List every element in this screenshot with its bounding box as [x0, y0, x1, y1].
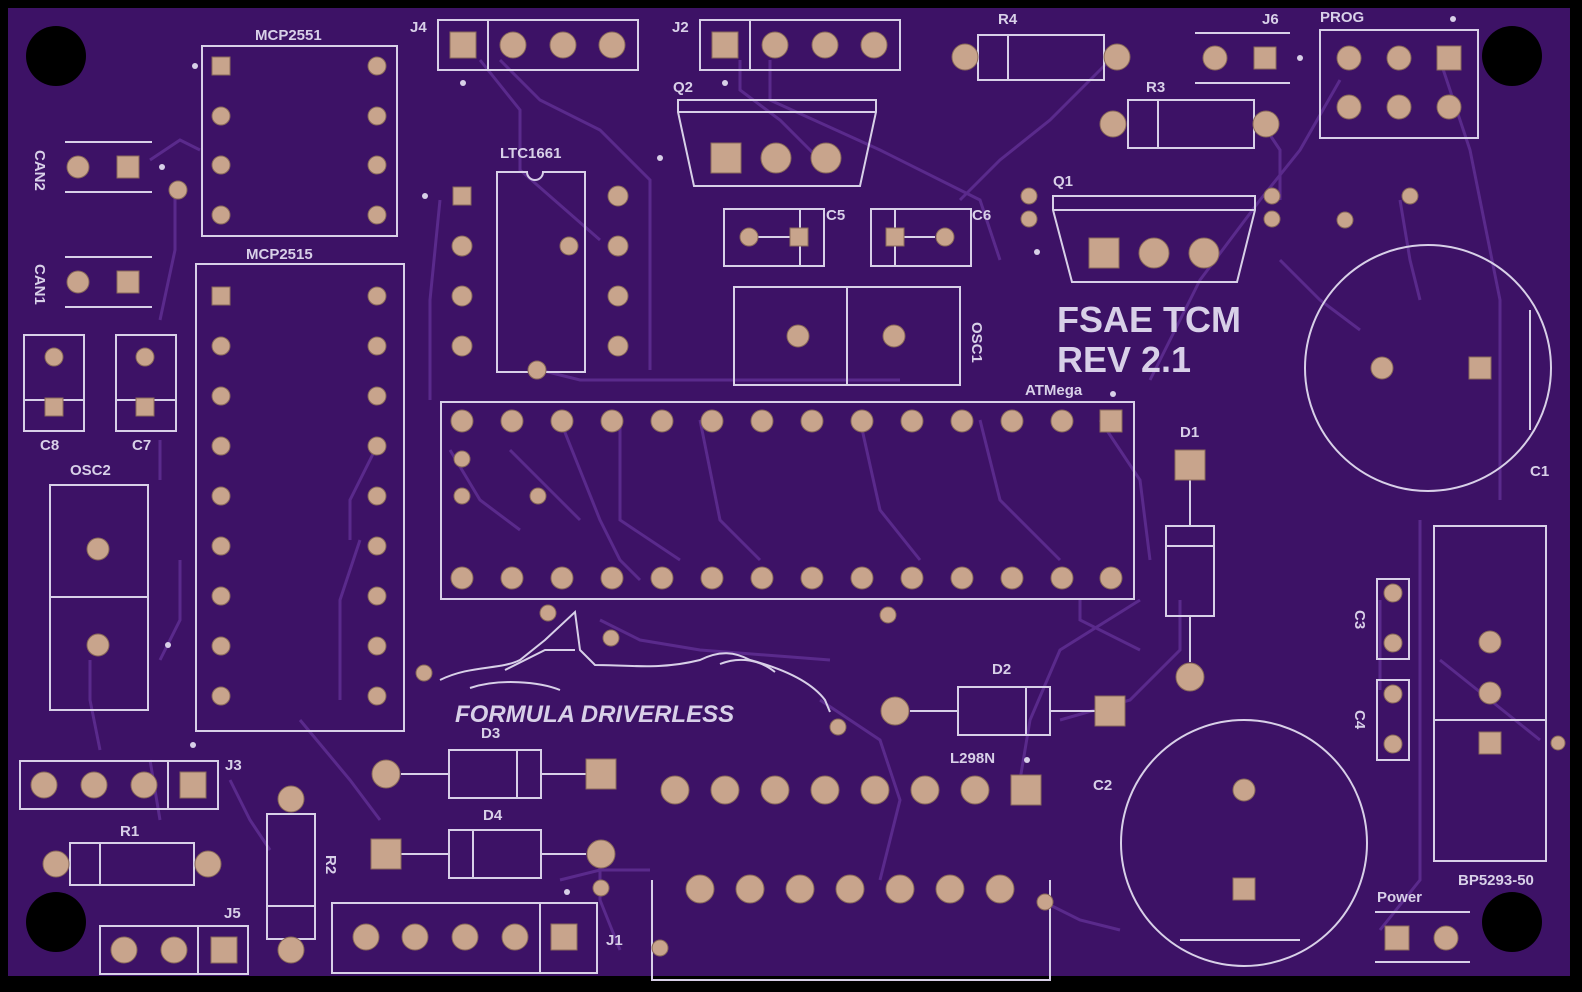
mcp2515-label: MCP2515 [246, 246, 313, 263]
r4-label: R4 [998, 11, 1018, 28]
j6-label: J6 [1262, 11, 1279, 28]
capacitor-c4: C4 [1351, 679, 1410, 761]
c6-label: C6 [972, 207, 991, 224]
osc2-label: OSC2 [70, 462, 111, 479]
r2-label: R2 [322, 855, 339, 874]
d2-label: D2 [992, 661, 1011, 678]
osc1-label: OSC1 [968, 322, 985, 363]
capacitor-c5: C5 [723, 207, 845, 267]
atmega-label: ATMega [1025, 382, 1083, 399]
d3-label: D3 [481, 725, 500, 742]
r1-label: R1 [120, 823, 139, 840]
header-prog: PROG [1319, 9, 1479, 139]
ltc1661-label: LTC1661 [500, 145, 561, 162]
resistor-r3: R3 [1099, 79, 1280, 149]
diode-d2: D2 [880, 661, 1126, 736]
board-title: FSAE TCM [1057, 299, 1241, 340]
resistor-r4: R4 [951, 11, 1131, 81]
c7-label: C7 [132, 437, 151, 454]
can1-label: CAN1 [31, 264, 48, 305]
q2-label: Q2 [673, 79, 693, 96]
ic-l298n: L298N [651, 750, 1054, 981]
resistor-r1: R1 [42, 823, 222, 886]
l298n-label: L298N [950, 750, 995, 767]
capacitor-c3: C3 [1351, 578, 1410, 660]
regulator-bp5293: BP5293-50 [1433, 525, 1566, 889]
j5-label: J5 [224, 905, 241, 922]
prog-label: PROG [1320, 9, 1364, 26]
power-label: Power [1377, 889, 1422, 906]
copper-traces [88, 58, 1541, 951]
r3-label: R3 [1146, 79, 1165, 96]
oscillator-osc2: OSC2 [49, 462, 171, 711]
capacitor-c7: C7 [115, 334, 177, 454]
diode-d3: D3 [371, 725, 617, 799]
capacitor-c1: C1 [1304, 244, 1552, 492]
header-j6: J6 [1195, 11, 1303, 84]
diode-d1: D1 [1165, 424, 1215, 692]
resistor-r2: R2 [266, 785, 339, 964]
ic-ltc1661: LTC1661 [422, 145, 629, 373]
mcp2551-label: MCP2551 [255, 27, 322, 44]
header-j5: J5 [99, 905, 249, 975]
bp5293-label: BP5293-50 [1458, 872, 1534, 889]
c2-label: C2 [1093, 777, 1112, 794]
d4-label: D4 [483, 807, 503, 824]
c8-label: C8 [40, 437, 59, 454]
header-j4: J4 [410, 19, 639, 86]
oscillator-osc1: OSC1 [733, 286, 985, 386]
mounting-holes [26, 26, 1542, 952]
header-j1: J1 [331, 902, 623, 974]
ic-atmega: ATMega [440, 382, 1135, 600]
c3-label: C3 [1351, 610, 1368, 629]
j4-label: J4 [410, 19, 427, 36]
diode-d4: D4 [370, 807, 616, 879]
board-revision: REV 2.1 [1057, 339, 1191, 380]
q1-label: Q1 [1053, 173, 1073, 190]
connector-can1: CAN1 [31, 256, 152, 308]
ic-mcp2515: MCP2515 [195, 246, 405, 732]
c1-label: C1 [1530, 463, 1549, 480]
formula-driverless-logo: FORMULA DRIVERLESS [439, 609, 831, 728]
j3-label: J3 [225, 757, 242, 774]
connector-can2: CAN2 [31, 141, 165, 193]
capacitor-c6: C6 [870, 207, 991, 267]
header-j2: J2 [672, 19, 901, 86]
ic-mcp2551: MCP2551 [192, 27, 398, 237]
header-j3: J3 [19, 742, 242, 810]
capacitor-c8: C8 [23, 334, 85, 454]
j1-label: J1 [606, 932, 623, 949]
j2-label: J2 [672, 19, 689, 36]
d1-label: D1 [1180, 424, 1199, 441]
capacitor-c2: C2 [1093, 719, 1368, 967]
can2-label: CAN2 [31, 150, 48, 191]
transistor-q2: Q2 [657, 79, 877, 187]
c5-label: C5 [826, 207, 845, 224]
connector-power: Power [1375, 889, 1470, 963]
board-title-block: FSAE TCM REV 2.1 [1057, 299, 1241, 380]
c4-label: C4 [1351, 710, 1368, 730]
transistor-q1: Q1 [1034, 173, 1256, 283]
logo-text: FORMULA DRIVERLESS [455, 701, 734, 728]
